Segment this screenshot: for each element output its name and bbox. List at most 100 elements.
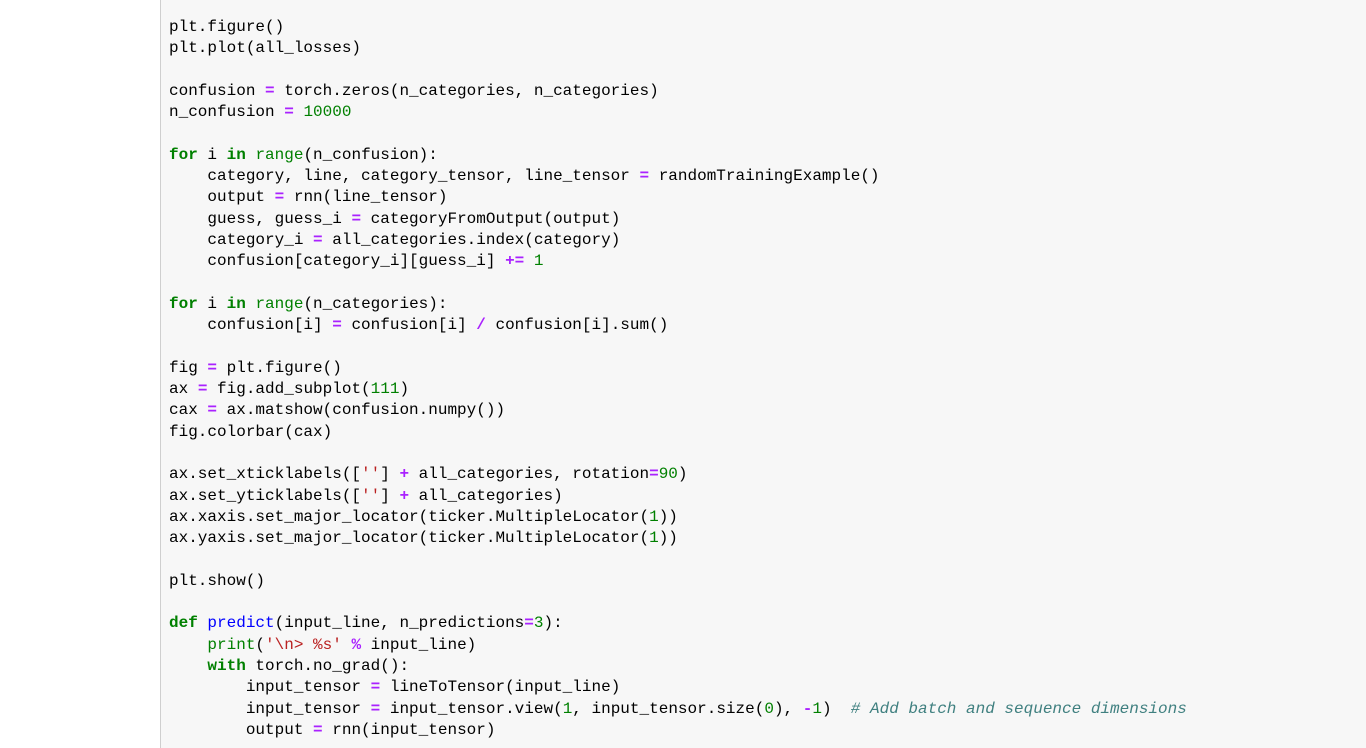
code-line (169, 592, 1187, 613)
code-line: category, line, category_tensor, line_te… (169, 166, 1187, 187)
code-token: confusion[i].sum() (485, 316, 669, 335)
code-line: ax.yaxis.set_major_locator(ticker.Multip… (169, 528, 1187, 549)
code-token: all_categories) (409, 486, 563, 505)
code-token (246, 146, 256, 164)
code-token-num: 1 (812, 699, 822, 718)
code-token-num: 1 (533, 252, 544, 271)
code-line (169, 60, 1187, 81)
code-token: ), (773, 699, 803, 718)
code-token: input_tensor.view( (380, 699, 563, 718)
code-token: input_tensor (169, 678, 371, 697)
code-token-op: = (313, 230, 323, 249)
code-line: confusion = torch.zeros(n_categories, n_… (169, 81, 1187, 102)
code-line (169, 123, 1187, 144)
code-token-num: 90 (658, 465, 678, 484)
code-token: )) (658, 529, 678, 548)
code-line (169, 273, 1187, 294)
code-token-num: 1 (649, 507, 659, 526)
code-token-op: % (351, 635, 362, 654)
code-line (169, 549, 1187, 570)
code-token: confusion[i] (169, 316, 333, 335)
code-token-kw: for (169, 294, 198, 313)
code-token-op: += (505, 252, 525, 271)
code-token: category_i (169, 230, 314, 249)
code-token-op: = (639, 167, 650, 186)
code-token: ): (543, 614, 563, 633)
code-line: plt.show() (169, 571, 1187, 592)
code-token-op: + (399, 486, 410, 505)
code-line: for i in range(n_confusion): (169, 145, 1187, 166)
code-line: cax = ax.matshow(confusion.numpy()) (169, 400, 1187, 421)
code-token: (n_categories): (303, 294, 448, 313)
code-token-str: '\n> %s' (265, 635, 342, 654)
code-token-op: + (399, 465, 410, 484)
code-line: with torch.no_grad(): (169, 656, 1187, 677)
code-line: category_i = all_categories.index(catego… (169, 230, 1187, 251)
code-token: ax.set_yticklabels([ (169, 486, 362, 505)
code-token-op: = (313, 720, 323, 739)
code-token-op: = (274, 188, 285, 207)
code-token: , input_tensor.size( (572, 699, 765, 718)
code-token: ) (399, 380, 410, 399)
code-token: rnn(input_tensor) (322, 720, 496, 739)
code-token-op: = (370, 678, 381, 697)
code-line: output = rnn(input_tensor) (169, 720, 1187, 741)
code-token: torch.zeros(n_categories, n_categories) (274, 81, 659, 100)
code-line: print('\n> %s' % input_line) (169, 635, 1187, 656)
code-token: ax (169, 380, 198, 399)
code-line: input_tensor = lineToTensor(input_line) (169, 677, 1187, 698)
code-token: plt.plot(all_losses) (169, 39, 362, 58)
code-cell[interactable]: plt.figure() plt.plot(all_losses) confusi… (160, 0, 1366, 748)
code-line: guess, guess_i = categoryFromOutput(outp… (169, 209, 1187, 230)
code-token-str: '' (361, 465, 381, 484)
code-token-num: 1 (649, 529, 659, 548)
code-token-op: - (802, 699, 813, 718)
code-line: confusion[category_i][guess_i] += 1 (169, 251, 1187, 272)
code-token: plt.figure() (217, 358, 342, 377)
code-token: randomTrainingExample() (649, 167, 880, 186)
code-line: ax = fig.add_subplot(111) (169, 379, 1187, 400)
code-line: plt.figure() (169, 17, 1187, 38)
code-token (246, 295, 256, 313)
code-line: ax.set_yticklabels([''] + all_categories… (169, 486, 1187, 507)
code-line: confusion[i] = confusion[i] / confusion[… (169, 315, 1187, 336)
code-token: fig (169, 358, 208, 377)
code-token: guess, guess_i (169, 209, 352, 228)
code-token (342, 636, 352, 654)
code-token: torch.no_grad(): (245, 656, 410, 675)
code-token: confusion (169, 81, 266, 100)
code-token: plt.figure() (169, 18, 285, 36)
code-token-kw: in (226, 145, 246, 164)
code-line: def predict(input_line, n_predictions=3)… (169, 613, 1187, 634)
code-token-op: = (351, 209, 362, 228)
code-token: lineToTensor(input_line) (380, 678, 621, 697)
code-editor[interactable]: plt.figure() plt.plot(all_losses) confusi… (169, 17, 1187, 741)
code-token: cax (169, 401, 208, 420)
code-token (169, 657, 207, 675)
code-token-cm: # Add batch and sequence dimensions (850, 699, 1187, 718)
code-token-kw: for (169, 145, 198, 164)
code-token: i (197, 294, 227, 313)
code-line: input_tensor = input_tensor.view(1, inpu… (169, 699, 1187, 720)
code-line: plt.plot(all_losses) (169, 38, 1187, 59)
code-token: i (197, 145, 227, 164)
code-token: all_categories.index(category) (322, 230, 621, 249)
code-token-kw: def (169, 614, 198, 633)
code-token-op: = (265, 81, 275, 100)
code-token: input_line) (361, 635, 477, 654)
code-token: confusion[i] (341, 316, 477, 335)
code-token: confusion[category_i][guess_i] (169, 252, 506, 271)
code-line (169, 443, 1187, 464)
code-line: ax.xaxis.set_major_locator(ticker.Multip… (169, 507, 1187, 528)
code-token-bi: range (255, 294, 304, 313)
code-line: ax.set_xticklabels([''] + all_categories… (169, 464, 1187, 485)
code-token-op: = (284, 103, 294, 122)
code-token-kw: in (226, 294, 246, 313)
code-line: output = rnn(line_tensor) (169, 187, 1187, 208)
code-token (169, 636, 207, 654)
code-token-num: 10000 (303, 103, 352, 122)
code-token-fn: predict (207, 614, 275, 633)
code-token: rnn(line_tensor) (284, 188, 448, 207)
code-token-num: 1 (562, 699, 573, 718)
